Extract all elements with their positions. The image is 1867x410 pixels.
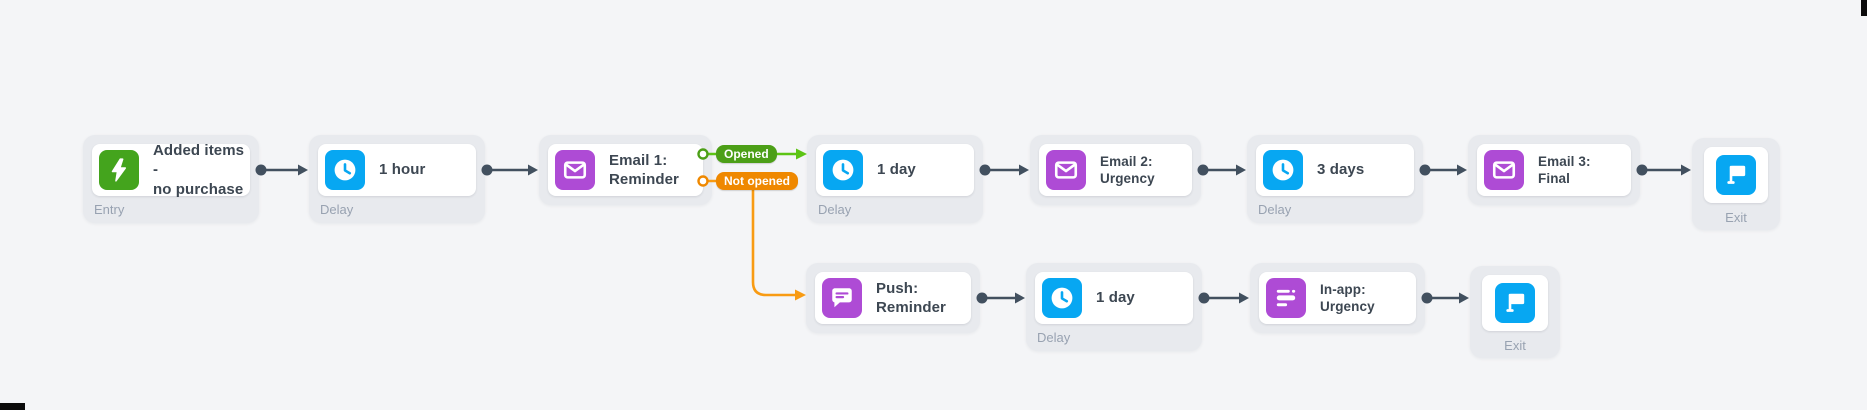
node-title: 1 hour — [379, 161, 426, 179]
node-exit-top[interactable]: Exit — [1692, 138, 1780, 230]
node-card[interactable]: 3 days — [1256, 144, 1414, 196]
flag-icon — [1716, 155, 1756, 195]
node-title: 1 day — [1096, 289, 1135, 307]
node-card[interactable]: 1 hour — [318, 144, 476, 196]
node-type-label: Delay — [1037, 330, 1071, 345]
node-card[interactable]: 1 day — [1035, 272, 1193, 324]
node-title: Email 2: Urgency — [1100, 153, 1155, 186]
clock-icon — [823, 150, 863, 190]
node-exit-bottom[interactable]: Exit — [1470, 266, 1560, 358]
push-icon — [822, 278, 862, 318]
opened-branch-badge[interactable]: Opened — [716, 145, 777, 163]
node-card[interactable] — [1704, 147, 1768, 203]
node-type-label: Exit — [1504, 338, 1526, 353]
node-type-label: Delay — [320, 202, 354, 217]
node-card[interactable]: In-app: Urgency — [1259, 272, 1416, 324]
node-type-label: Delay — [818, 202, 852, 217]
node-title: Added items - no purchase — [153, 142, 245, 198]
clock-icon — [1042, 278, 1082, 318]
connector-arrowhead — [298, 164, 308, 176]
lightning-icon — [99, 150, 139, 190]
node-card[interactable]: Added items - no purchase — [92, 142, 250, 198]
email-icon — [1046, 150, 1086, 190]
flag-icon — [1495, 283, 1535, 323]
node-card[interactable]: Email 2: Urgency — [1039, 144, 1192, 196]
connector-arrowhead — [1459, 292, 1469, 304]
node-card[interactable] — [1482, 275, 1548, 331]
screen-artifact-bottom-left — [0, 403, 25, 410]
not-opened-branch-badge[interactable]: Not opened — [716, 172, 798, 190]
email-icon — [555, 150, 595, 190]
connector-arrowhead — [1239, 292, 1249, 304]
node-card[interactable]: Email 3: Final — [1477, 144, 1631, 196]
node-email-2-urgency[interactable]: Email 2: Urgency — [1030, 135, 1201, 205]
node-type-label: Delay — [1258, 202, 1292, 217]
node-card[interactable]: Push: Reminder — [815, 272, 971, 324]
email-icon — [1484, 150, 1524, 190]
connector-arrowhead — [1236, 164, 1246, 176]
node-push-reminder[interactable]: Push: Reminder — [806, 263, 980, 333]
node-email-3-final[interactable]: Email 3: Final — [1468, 135, 1640, 205]
connector-arrowhead — [528, 164, 538, 176]
not-opened-branch-line — [701, 179, 799, 297]
clock-icon — [1263, 150, 1303, 190]
screen-artifact-top-right — [1861, 0, 1867, 16]
connector-arrowhead — [1681, 164, 1691, 176]
node-card[interactable]: Email 1: Reminder — [548, 144, 703, 196]
node-title: 1 day — [877, 161, 916, 179]
node-type-label: Entry — [94, 202, 125, 217]
node-title: In-app: Urgency — [1320, 281, 1375, 314]
node-type-label: Exit — [1725, 210, 1747, 225]
connector-arrowhead — [1015, 292, 1025, 304]
not-opened-branch-arrowhead — [795, 289, 806, 301]
node-title: Email 3: Final — [1538, 153, 1591, 186]
opened-branch-arrowhead — [796, 148, 807, 160]
connector-arrowhead — [1019, 164, 1029, 176]
node-title: Email 1: Reminder — [609, 151, 679, 188]
clock-icon — [325, 150, 365, 190]
inapp-icon — [1266, 278, 1306, 318]
node-title: Push: Reminder — [876, 279, 946, 316]
node-email-1-reminder[interactable]: Email 1: Reminder — [539, 135, 712, 205]
node-title: 3 days — [1317, 161, 1365, 179]
node-card[interactable]: 1 day — [816, 144, 974, 196]
connector-arrowhead — [1457, 164, 1467, 176]
node-in-app-urgency[interactable]: In-app: Urgency — [1250, 263, 1425, 333]
